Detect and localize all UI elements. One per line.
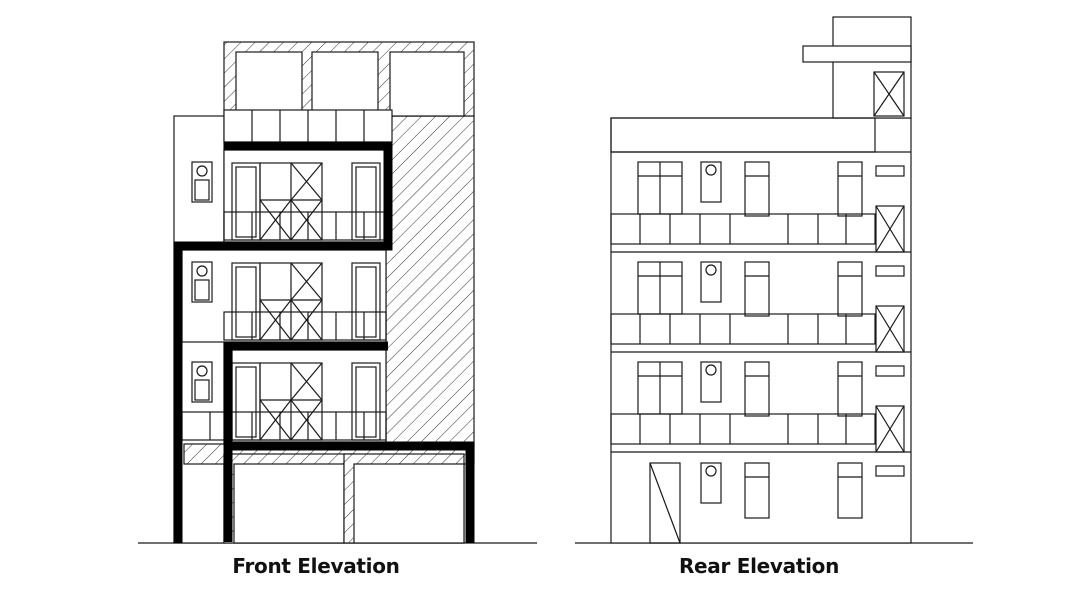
front-elevation xyxy=(138,41,537,544)
front-window xyxy=(191,161,213,203)
front-window xyxy=(191,361,213,403)
front-black-frame xyxy=(173,141,475,543)
rear-ground-floor xyxy=(649,462,905,544)
rear-floor-3 xyxy=(610,161,905,253)
rear-elevation-caption: Rear Elevation xyxy=(678,554,840,578)
rear-floor-2 xyxy=(610,261,905,353)
front-elevation-caption: Front Elevation xyxy=(232,554,400,578)
rear-floor-1 xyxy=(610,361,905,453)
front-hatched-tower xyxy=(385,115,475,447)
front-window xyxy=(191,261,213,303)
rear-main-body xyxy=(610,117,912,544)
rear-elevation xyxy=(575,16,973,544)
